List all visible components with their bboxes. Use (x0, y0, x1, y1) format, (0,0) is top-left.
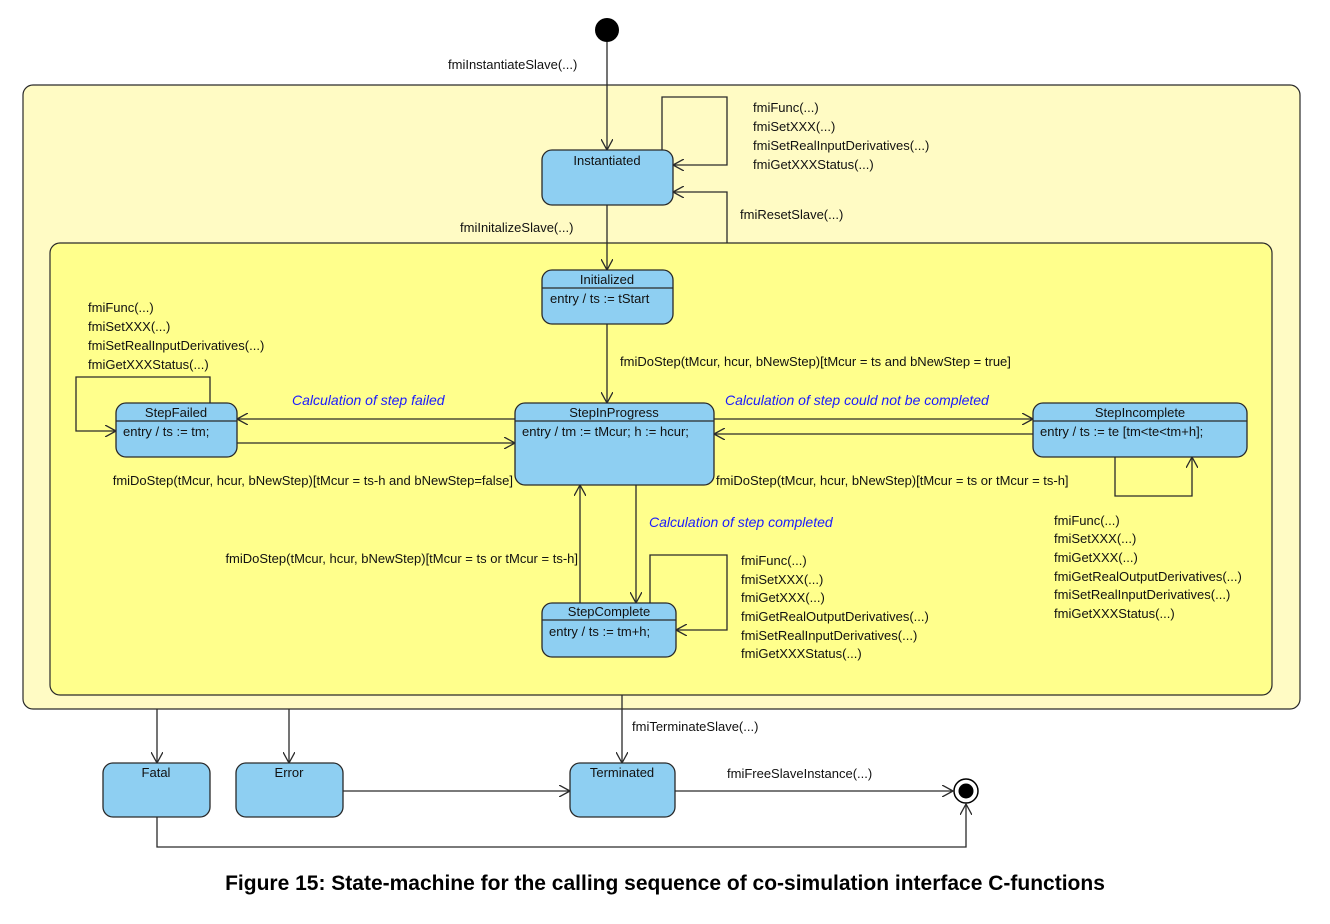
label-free-instance: fmiFreeSlaveInstance(...) (727, 766, 872, 781)
self-loop-label: fmiSetXXX(...) (88, 319, 170, 334)
self-loop-label: fmiSetRealInputDerivatives(...) (741, 628, 917, 643)
transitions (75, 42, 1192, 848)
self-loop-label: fmiGetRealOutputDerivatives(...) (1054, 569, 1242, 584)
event-step-completed: Calculation of step completed (649, 514, 834, 530)
self-loop-label: fmiFunc(...) (741, 553, 807, 568)
self-loop-label: fmiGetXXX(...) (741, 590, 825, 605)
label-initialize: fmiInitalizeSlave(...) (460, 220, 573, 235)
self-loop-step-complete-labels: fmiFunc(...) fmiSetXXX(...) fmiGetXXX(..… (741, 553, 929, 661)
state-step-incomplete-name: StepIncomplete (1095, 405, 1185, 420)
state-error[interactable]: Error (235, 762, 344, 818)
self-loop-instantiated-labels: fmiFunc(...) fmiSetXXX(...) fmiSetRealIn… (753, 100, 929, 172)
state-instantiated[interactable]: Instantiated (541, 149, 674, 206)
state-machine-diagram: Instantiated Initialized entry / ts := t… (22, 18, 1301, 848)
state-step-failed[interactable]: StepFailed entry / ts := tm; (115, 402, 238, 458)
state-step-complete-entry: entry / ts := tm+h; (549, 624, 650, 639)
self-loop-step-failed-labels: fmiFunc(...) fmiSetXXX(...) fmiSetRealIn… (88, 300, 264, 372)
state-initialized[interactable]: Initialized entry / ts := tStart (541, 269, 674, 325)
self-loop-label: fmiGetXXXStatus(...) (741, 646, 862, 661)
state-step-incomplete[interactable]: StepIncomplete entry / ts := te [tm<te<t… (1032, 402, 1248, 458)
label-terminate: fmiTerminateSlave(...) (632, 719, 758, 734)
self-loop-step-incomplete-labels: fmiFunc(...) fmiSetXXX(...) fmiGetXXX(..… (1054, 513, 1242, 621)
state-fatal[interactable]: Fatal (102, 762, 211, 818)
self-loop-label: fmiGetXXXStatus(...) (88, 357, 209, 372)
state-instantiated-name: Instantiated (573, 153, 640, 168)
state-step-in-progress[interactable]: StepInProgress entry / tm := tMcur; h :=… (514, 402, 715, 486)
self-loop-label: fmiGetXXXStatus(...) (753, 157, 874, 172)
self-loop-label: fmiSetXXX(...) (753, 119, 835, 134)
figure-caption: Figure 15: State-machine for the calling… (225, 872, 1105, 895)
label-do-step-incomplete-retry: fmiDoStep(tMcur, hcur, bNewStep)[tMcur =… (716, 473, 1069, 488)
label-do-step-complete-next: fmiDoStep(tMcur, hcur, bNewStep)[tMcur =… (225, 551, 578, 566)
state-fatal-name: Fatal (142, 765, 171, 780)
state-error-name: Error (275, 765, 305, 780)
state-step-complete[interactable]: StepComplete entry / ts := tm+h; (541, 602, 677, 658)
self-loop-label: fmiFunc(...) (88, 300, 154, 315)
event-step-failed: Calculation of step failed (292, 392, 446, 408)
self-loop-label: fmiSetRealInputDerivatives(...) (753, 138, 929, 153)
state-step-in-progress-entry: entry / tm := tMcur; h := hcur; (522, 424, 689, 439)
self-loop-label: fmiFunc(...) (753, 100, 819, 115)
state-step-incomplete-entry: entry / ts := te [tm<te<tm+h]; (1040, 424, 1203, 439)
state-initialized-entry: entry / ts := tStart (550, 291, 650, 306)
self-loop-label: fmiSetXXX(...) (1054, 531, 1136, 546)
final-pseudostate (953, 778, 979, 804)
self-loop-label: fmiGetXXX(...) (1054, 550, 1138, 565)
state-initialized-name: Initialized (580, 272, 634, 287)
self-loop-label: fmiSetXXX(...) (741, 572, 823, 587)
state-step-failed-entry: entry / ts := tm; (123, 424, 209, 439)
state-step-failed-name: StepFailed (145, 405, 207, 420)
label-do-step-failed-retry: fmiDoStep(tMcur, hcur, bNewStep)[tMcur =… (113, 473, 513, 488)
self-loop-label: fmiGetXXXStatus(...) (1054, 606, 1175, 621)
label-reset: fmiResetSlave(...) (740, 207, 843, 222)
event-step-not-completed: Calculation of step could not be complet… (725, 392, 990, 408)
initial-pseudostate (595, 18, 619, 42)
state-terminated-name: Terminated (590, 765, 654, 780)
self-loop-label: fmiFunc(...) (1054, 513, 1120, 528)
label-do-step-start: fmiDoStep(tMcur, hcur, bNewStep)[tMcur =… (620, 354, 1011, 369)
self-loop-label: fmiSetRealInputDerivatives(...) (88, 338, 264, 353)
state-step-in-progress-name: StepInProgress (569, 405, 659, 420)
state-step-complete-name: StepComplete (568, 604, 650, 619)
label-instantiate: fmiInstantiateSlave(...) (448, 57, 577, 72)
self-loop-label: fmiSetRealInputDerivatives(...) (1054, 587, 1230, 602)
state-terminated[interactable]: Terminated (569, 762, 676, 818)
self-loop-label: fmiGetRealOutputDerivatives(...) (741, 609, 929, 624)
